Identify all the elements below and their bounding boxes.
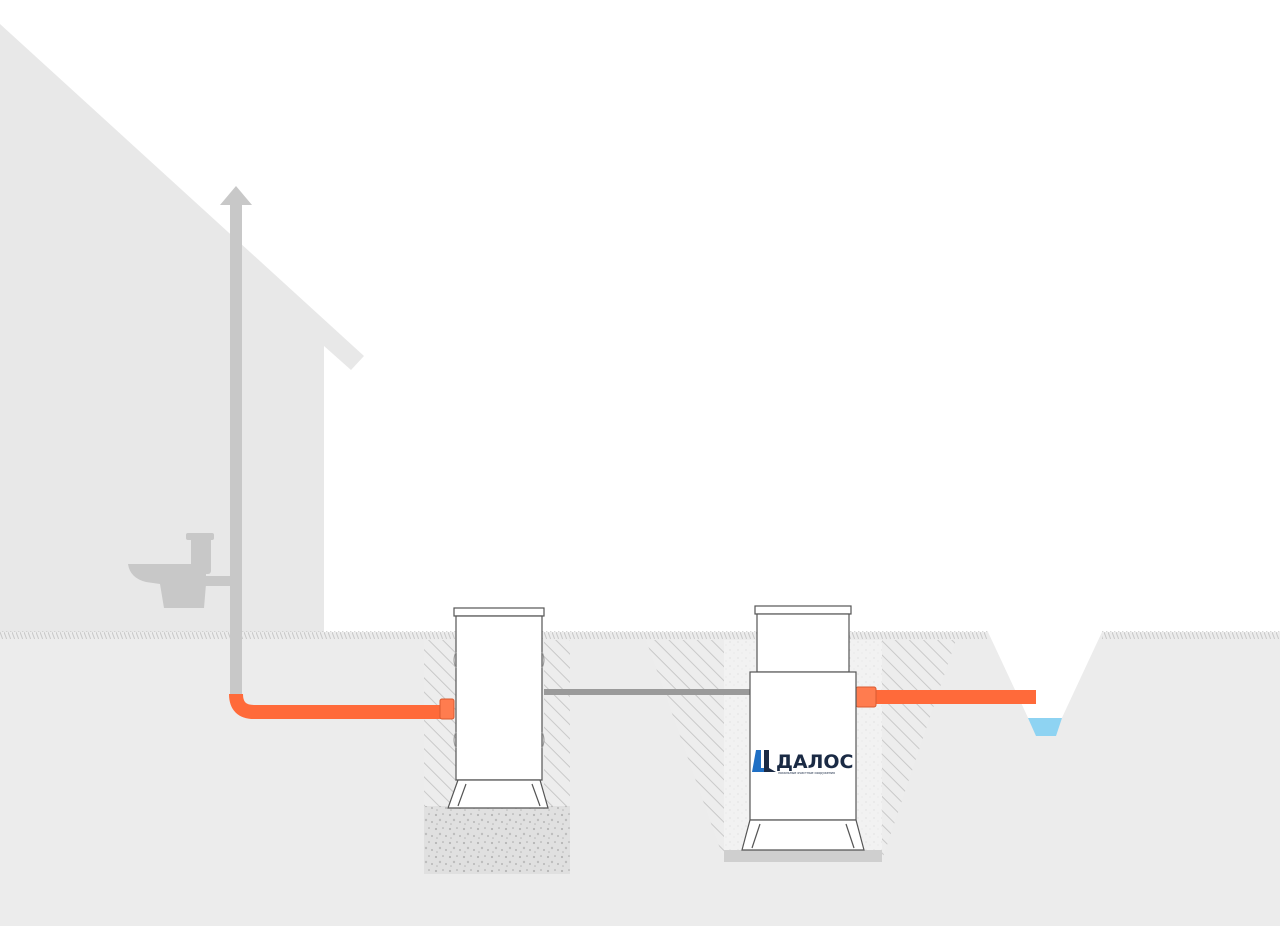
logo-brand: ДАЛОС	[776, 751, 854, 773]
grass-strip-right	[1102, 631, 1280, 639]
sewer-outlet-pipe	[860, 690, 1036, 704]
ground	[0, 632, 1280, 926]
vent-pipe	[230, 204, 242, 700]
sewer-inlet-pipe	[229, 693, 446, 719]
daloc-logo-icon	[752, 750, 776, 772]
ditch-water	[1028, 718, 1062, 736]
arrow-up-icon	[220, 186, 252, 205]
outlet-coupling	[855, 686, 877, 708]
inlet-coupling	[439, 698, 455, 720]
house-silhouette	[0, 24, 364, 632]
tank-2	[741, 605, 865, 851]
pit-1-gravel-base	[424, 806, 570, 874]
logo-tagline: локальные очистные сооружения	[778, 771, 835, 775]
toilet-icon	[128, 533, 232, 608]
pit-2-concrete-base	[724, 850, 882, 862]
tank-1	[447, 607, 549, 809]
transfer-pipe	[544, 689, 750, 695]
pit-1-wall-left	[424, 640, 456, 806]
pit-1-wall-right	[544, 640, 570, 806]
